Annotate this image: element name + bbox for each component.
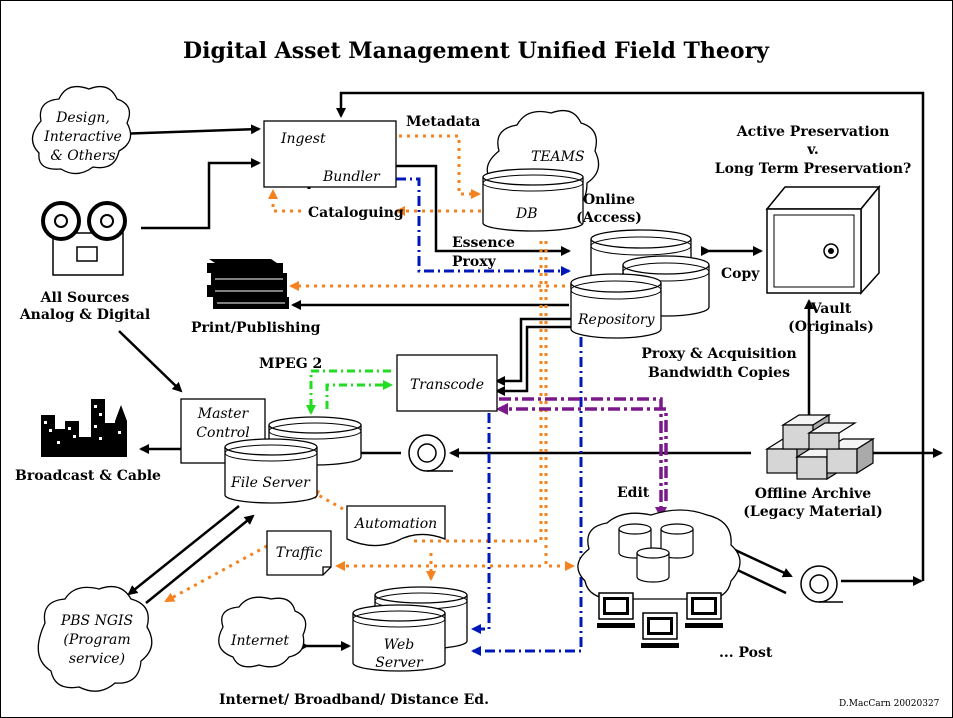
sources-label-line2: Analog & Digital xyxy=(19,307,150,323)
tape-reel-right-icon xyxy=(800,565,843,603)
internet-cloud: Internet xyxy=(218,596,307,668)
vault-label-line2: (Originals) xyxy=(788,319,874,335)
internet-broadband-label: Internet/ Broadband/ Distance Ed. xyxy=(219,692,489,708)
master-control-box: Master Control xyxy=(180,398,266,464)
diagram-title: Digital Asset Management Unified Field T… xyxy=(183,38,770,64)
pbs-line2: (Program xyxy=(63,632,130,648)
tape-reel-icon xyxy=(408,434,453,472)
design-cloud: Design, Interactive & Others xyxy=(31,85,132,175)
teams-label: TEAMS xyxy=(531,149,585,165)
ingest-label: Ingest xyxy=(280,131,326,147)
mpeg2-label: MPEG 2 xyxy=(259,356,322,372)
edit-workstations xyxy=(597,523,723,648)
metadata-flows xyxy=(164,134,581,603)
credit-text: D.MacCarn 20020327 xyxy=(839,699,940,709)
broadcast-label: Broadcast & Cable xyxy=(15,468,161,484)
repository-cylinder: Repository xyxy=(570,273,662,339)
transcode-box: Transcode xyxy=(396,354,498,412)
automation-label: Automation xyxy=(353,516,437,532)
design-cloud-line2: Interactive xyxy=(43,129,122,145)
transcode-label: Transcode xyxy=(410,377,484,393)
bundler-label: Bundler xyxy=(322,169,381,185)
preservation-line2: v. xyxy=(806,142,819,158)
traffic-label: Traffic xyxy=(276,545,323,561)
vault-label-line1: Vault xyxy=(810,301,852,317)
ingest-box: Ingest Bundler xyxy=(263,120,397,188)
offline-archive-line2: (Legacy Material) xyxy=(743,504,882,520)
proxy-label: Proxy xyxy=(452,254,497,270)
preservation-line3: Long Term Preservation? xyxy=(715,161,912,177)
design-cloud-line3: & Others xyxy=(50,148,115,164)
proxy-copies-line2: Bandwidth Copies xyxy=(648,365,790,381)
automation-doc: Automation xyxy=(346,505,446,547)
metadata-label: Metadata xyxy=(406,114,480,130)
books-icon xyxy=(207,259,289,309)
sources-label-line1: All Sources xyxy=(40,290,130,306)
archive-blocks-icon xyxy=(764,413,876,481)
file-server-cylinder: File Server xyxy=(224,416,362,504)
edit-flows xyxy=(496,397,668,519)
design-cloud-line1: Design, xyxy=(55,110,110,126)
master-control-line1: Master xyxy=(197,406,250,422)
print-label: Print/Publishing xyxy=(191,320,321,336)
vault-icon xyxy=(765,184,881,295)
essence-label: Essence xyxy=(452,235,515,251)
mpeg2-flows xyxy=(306,369,393,415)
traffic-doc: Traffic xyxy=(266,530,332,576)
edit-label: Edit xyxy=(617,485,650,501)
web-server-line2: Server xyxy=(375,655,424,671)
offline-archive-line1: Offline Archive xyxy=(755,486,872,502)
pbs-line1: PBS NGIS xyxy=(60,613,133,629)
db-cylinder: DB xyxy=(482,168,584,232)
repository-label: Repository xyxy=(577,312,656,328)
online-label-line2: (Access) xyxy=(576,210,642,226)
city-icon xyxy=(41,399,127,457)
web-server-line1: Web xyxy=(384,637,415,653)
post-label: ... Post xyxy=(719,645,773,661)
pbs-line3: service) xyxy=(69,651,125,667)
db-label: DB xyxy=(515,206,538,222)
cataloguing-label: Cataloguing xyxy=(308,205,404,221)
copy-label: Copy xyxy=(721,266,760,282)
preservation-line1: Active Preservation xyxy=(736,124,890,140)
proxy-flows xyxy=(396,177,583,656)
proxy-copies-line1: Proxy & Acquisition xyxy=(641,346,796,362)
file-server-label: File Server xyxy=(230,475,311,491)
pbs-cloud: PBS NGIS (Program service) xyxy=(37,585,153,692)
web-server-cylinder: Web Server xyxy=(352,586,468,672)
online-label-line1: Online xyxy=(583,192,635,208)
master-control-line2: Control xyxy=(196,425,249,441)
internet-label: Internet xyxy=(230,633,289,649)
camera-icon xyxy=(41,201,127,276)
